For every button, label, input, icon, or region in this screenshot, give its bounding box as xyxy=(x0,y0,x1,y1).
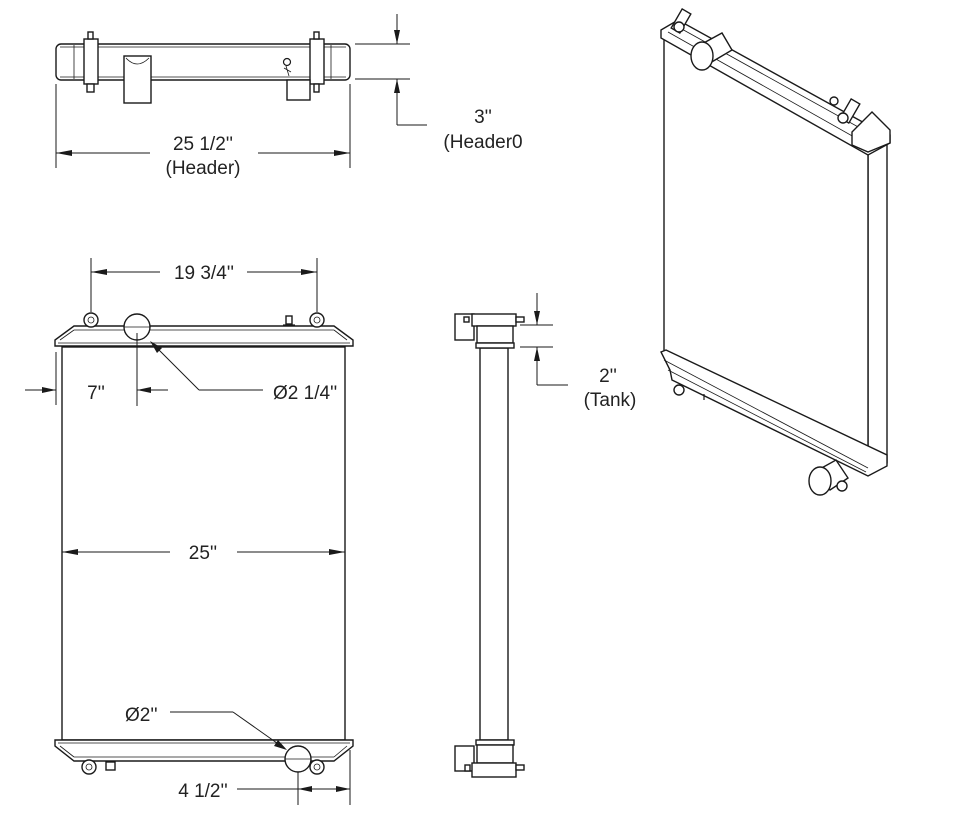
header-height-label: (Header0 xyxy=(443,132,522,153)
inlet-diameter-value: Ø2 1/4'' xyxy=(273,383,337,404)
isometric-view-radiator xyxy=(660,8,891,496)
top-view-header xyxy=(55,31,351,104)
dimension-inlet-offset: 7'' xyxy=(25,333,168,406)
dimension-outlet-offset: 4 1/2'' xyxy=(178,750,351,805)
tank-depth-value: 2'' xyxy=(599,366,617,387)
tank-depth-label: (Tank) xyxy=(584,390,637,411)
iso-inlet xyxy=(690,41,714,71)
dimension-tank-depth: 2'' (Tank) xyxy=(520,293,636,411)
port-top-left xyxy=(83,312,99,328)
dimension-core-width: 25'' xyxy=(62,543,345,564)
core-width-value: 25'' xyxy=(189,543,217,564)
dimension-port-spacing: 19 3/4'' xyxy=(90,258,318,312)
port-spacing-value: 19 3/4'' xyxy=(174,263,234,284)
port-bottom-right xyxy=(309,759,325,775)
dimension-header-length: 25 1/2'' (Header) xyxy=(55,84,351,179)
side-view-radiator xyxy=(454,313,525,778)
header-length-label: (Header) xyxy=(166,158,241,179)
outlet-diameter-value: Ø2'' xyxy=(125,705,158,726)
inlet-offset-value: 7'' xyxy=(87,383,105,404)
outlet-offset-value: 4 1/2'' xyxy=(178,781,228,802)
header-length-value: 25 1/2'' xyxy=(173,134,233,155)
header-height-value: 3'' xyxy=(474,107,492,128)
leader-outlet-diameter: Ø2'' xyxy=(125,705,287,750)
port-top-right xyxy=(309,312,325,328)
port-bottom-left xyxy=(81,759,97,775)
leader-inlet-diameter: Ø2 1/4'' xyxy=(150,341,337,404)
dimension-header-height: 3'' (Header0 xyxy=(355,14,523,153)
iso-outlet xyxy=(808,466,832,496)
